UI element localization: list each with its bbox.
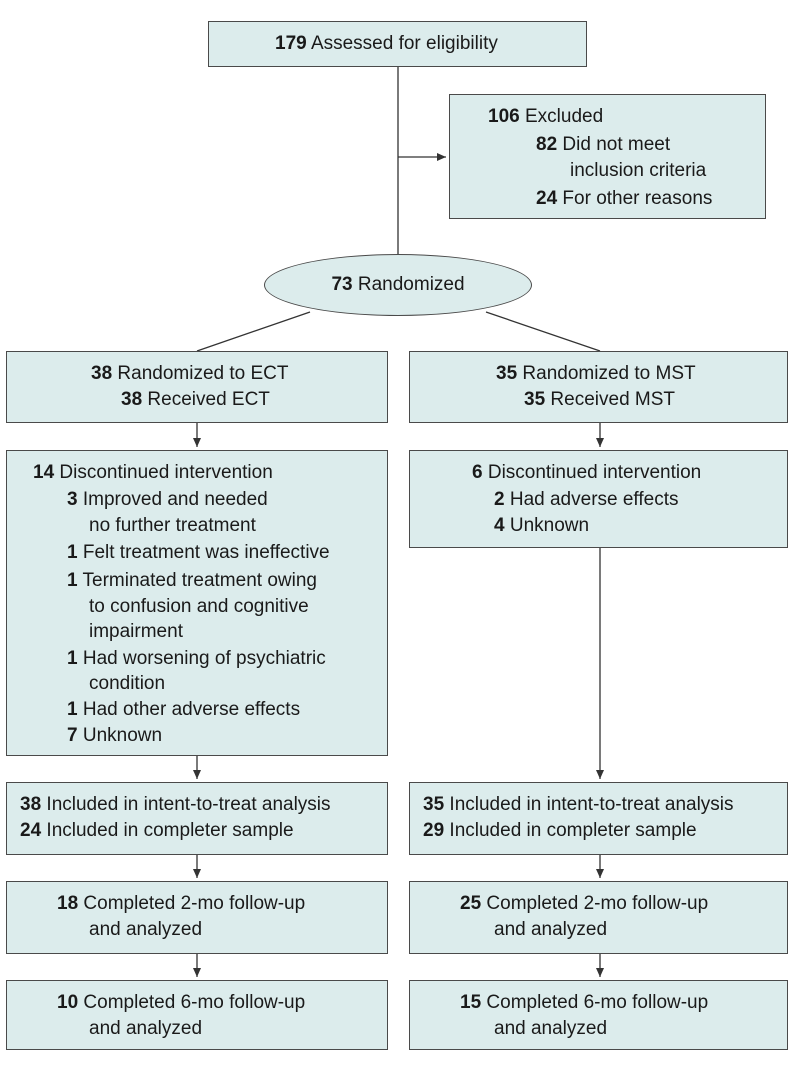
assessed-count: 179: [275, 33, 307, 54]
ect-completer-label: Included in completer sample: [46, 820, 294, 841]
ect-itt-label: Included in intent-to-treat analysis: [46, 794, 331, 815]
ect-discontinued-box: 14 Discontinued intervention 3 Improved …: [6, 450, 388, 756]
ect-reason-confusion-line3: impairment: [89, 621, 183, 642]
assessed-label: Assessed for eligibility: [310, 33, 498, 54]
mst-fu6-count: 15: [460, 992, 482, 1013]
mst-allocation-box: 35 Randomized to MST 35 Received MST: [409, 351, 788, 423]
mst-fu6-line1: Completed 6-mo follow-up: [486, 992, 709, 1013]
ect-reason-confusion-count: 1: [67, 570, 78, 591]
ect-reason-confusion-line1: Terminated treatment owing: [82, 570, 317, 591]
excluded-criteria-count: 82: [536, 134, 558, 155]
mst-fu2-count: 25: [460, 893, 482, 914]
mst-itt-count: 35: [423, 794, 445, 815]
ect-reason-worsening-count: 1: [67, 648, 78, 669]
mst-reason-unknown-line1: Unknown: [509, 515, 590, 536]
mst-received-count: 35: [524, 389, 546, 410]
mst-itt-label: Included in intent-to-treat analysis: [449, 794, 734, 815]
ect-reason-improved-line2: no further treatment: [89, 515, 256, 536]
mst-randomized-count: 35: [496, 363, 518, 384]
ect-reason-unknown-line1: Unknown: [82, 725, 163, 746]
mst-fu2-line2: and analyzed: [494, 919, 608, 940]
randomized-label: Randomized: [357, 274, 465, 295]
mst-fu2-box: 25 Completed 2-mo follow-up and analyzed: [409, 881, 788, 954]
ect-completer-count: 24: [20, 820, 42, 841]
ect-discontinued-label: Discontinued intervention: [59, 462, 273, 483]
assessed-box: 179 Assessed for eligibility: [208, 21, 587, 67]
ect-reason-ineffective-count: 1: [67, 542, 78, 563]
ect-itt-count: 38: [20, 794, 42, 815]
excluded-criteria-label-2: inclusion criteria: [570, 160, 707, 181]
ect-randomized-label: Randomized to ECT: [117, 363, 289, 384]
mst-received-label: Received MST: [550, 389, 676, 410]
randomized-ellipse: 73 Randomized: [264, 254, 532, 316]
mst-discontinued-count: 6: [472, 462, 483, 483]
excluded-other-count: 24: [536, 188, 558, 209]
ect-allocation-box: 38 Randomized to ECT 38 Received ECT: [6, 351, 388, 423]
ect-reason-ineffective-line1: Felt treatment was ineffective: [82, 542, 330, 563]
connector-randomized-ect: [196, 311, 311, 352]
ect-reason-adverse-line1: Had other adverse effects: [82, 699, 301, 720]
mst-discontinued-label: Discontinued intervention: [487, 462, 702, 483]
mst-fu6-line2: and analyzed: [494, 1018, 608, 1039]
mst-completer-label: Included in completer sample: [449, 820, 697, 841]
excluded-criteria-label-1: Did not meet: [562, 134, 671, 155]
randomized-count: 73: [331, 274, 353, 295]
mst-reason-adverse-line1: Had adverse effects: [509, 489, 679, 510]
connector-randomized-mst: [485, 311, 601, 352]
excluded-count: 106: [488, 106, 520, 127]
ect-randomized-count: 38: [91, 363, 113, 384]
ect-received-label: Received ECT: [147, 389, 270, 410]
mst-randomized-label: Randomized to MST: [522, 363, 696, 384]
ect-fu6-count: 10: [57, 992, 79, 1013]
mst-fu6-box: 15 Completed 6-mo follow-up and analyzed: [409, 980, 788, 1050]
ect-reason-improved-line1: Improved and needed: [82, 489, 268, 510]
ect-fu2-box: 18 Completed 2-mo follow-up and analyzed: [6, 881, 388, 954]
ect-fu2-count: 18: [57, 893, 79, 914]
mst-analysis-box: 35 Included in intent-to-treat analysis …: [409, 782, 788, 855]
ect-reason-worsening-line1: Had worsening of psychiatric: [82, 648, 326, 669]
mst-reason-adverse-count: 2: [494, 489, 505, 510]
mst-reason-unknown-count: 4: [494, 515, 505, 536]
ect-fu6-box: 10 Completed 6-mo follow-up and analyzed: [6, 980, 388, 1050]
ect-fu6-line2: and analyzed: [89, 1018, 203, 1039]
excluded-other-label: For other reasons: [562, 188, 713, 209]
ect-analysis-box: 38 Included in intent-to-treat analysis …: [6, 782, 388, 855]
mst-completer-count: 29: [423, 820, 445, 841]
excluded-box: 106 Excluded 82 Did not meet inclusion c…: [449, 94, 766, 219]
excluded-label: Excluded: [524, 106, 604, 127]
mst-discontinued-box: 6 Discontinued intervention 2 Had advers…: [409, 450, 788, 548]
ect-received-count: 38: [121, 389, 143, 410]
ect-reason-worsening-line2: condition: [89, 673, 166, 694]
ect-fu2-line2: and analyzed: [89, 919, 203, 940]
mst-fu2-line1: Completed 2-mo follow-up: [486, 893, 709, 914]
ect-fu6-line1: Completed 6-mo follow-up: [83, 992, 306, 1013]
ect-discontinued-count: 14: [33, 462, 55, 483]
ect-reason-unknown-count: 7: [67, 725, 78, 746]
ect-fu2-line1: Completed 2-mo follow-up: [83, 893, 306, 914]
ect-reason-improved-count: 3: [67, 489, 78, 510]
ect-reason-adverse-count: 1: [67, 699, 78, 720]
ect-reason-confusion-line2: to confusion and cognitive: [89, 596, 309, 617]
